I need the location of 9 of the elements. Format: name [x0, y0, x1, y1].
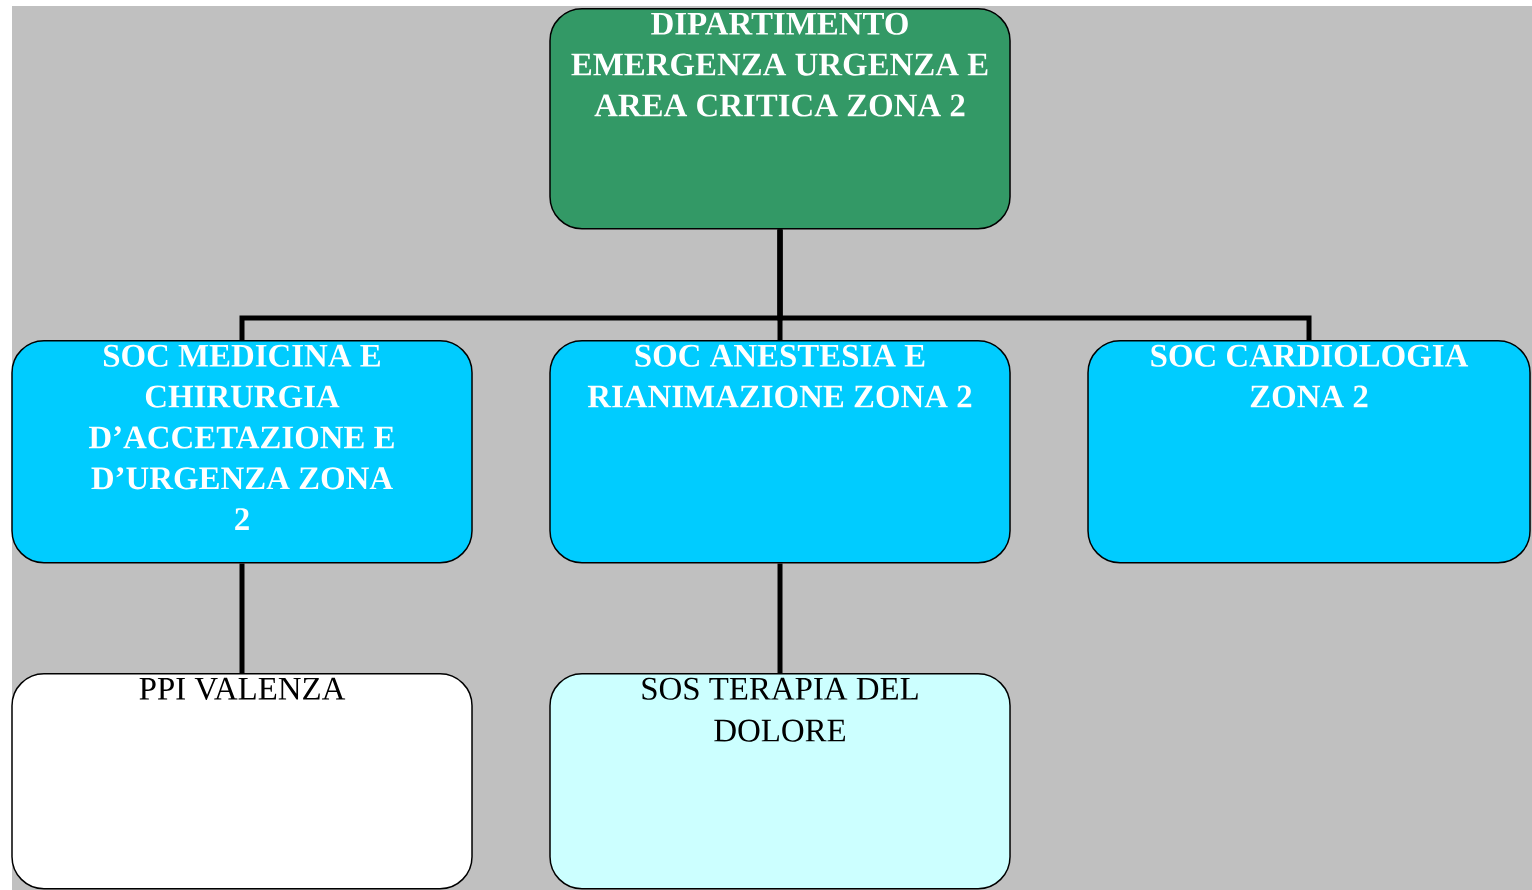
org-box: PPI VALENZA: [11, 673, 473, 890]
org-box: SOC CARDIOLOGIA ZONA 2: [1087, 340, 1531, 564]
org-box: SOS TERAPIA DEL DOLORE: [549, 673, 1011, 890]
connector-line: [777, 563, 783, 673]
org-box: DIPARTIMENTO EMERGENZA URGENZA E AREA CRITICA ZONA 2: [549, 8, 1011, 230]
org-box: SOC MEDICINA E CHIRURGIA D’ACCETAZIONE E D’URGENZA ZONA 2: [11, 340, 473, 564]
connector-line: [777, 229, 1312, 340]
org-box: SOC ANESTESIA E RIANIMAZIONE ZONA 2: [549, 340, 1011, 564]
connector-line: [239, 563, 245, 673]
